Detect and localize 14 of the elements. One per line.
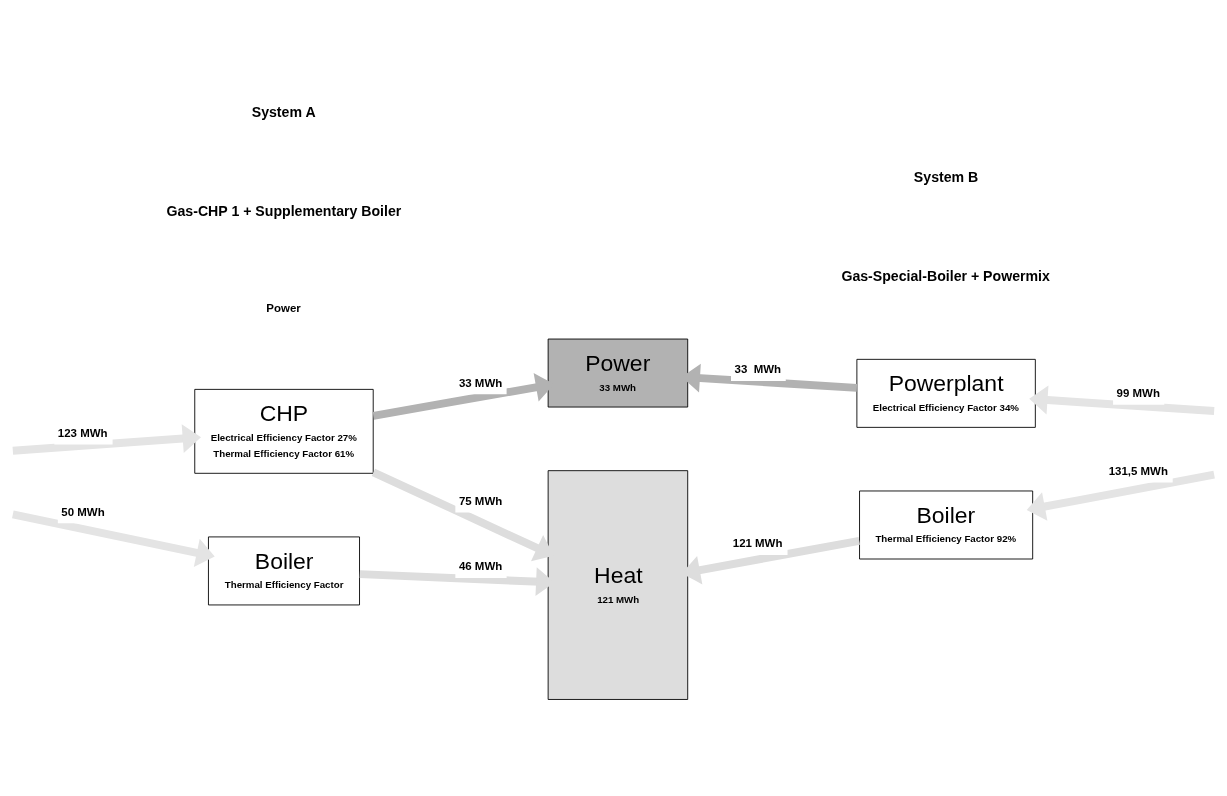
label: Power bbox=[266, 302, 301, 315]
edge-label: 123 MWh bbox=[57, 427, 108, 439]
label: System B bbox=[913, 169, 979, 186]
edge-label: 121 MWh bbox=[732, 537, 783, 550]
edge-label: 131,5 MWh bbox=[1108, 464, 1168, 477]
edge-label: 50 MWh bbox=[61, 505, 105, 518]
edge-label: 99 MWh bbox=[1116, 387, 1160, 400]
edge-label: 46 MWh bbox=[458, 560, 503, 573]
label: System A bbox=[251, 103, 316, 120]
label: Gas-Special-Boiler + Powermix bbox=[841, 267, 1050, 284]
label: Gas-CHP 1 + Supplementary Boiler bbox=[166, 202, 402, 219]
edge-label: 33 MWh bbox=[734, 363, 782, 376]
edge-label: 75 MWh bbox=[458, 495, 503, 508]
edge-label: 33 MWh bbox=[458, 376, 503, 389]
